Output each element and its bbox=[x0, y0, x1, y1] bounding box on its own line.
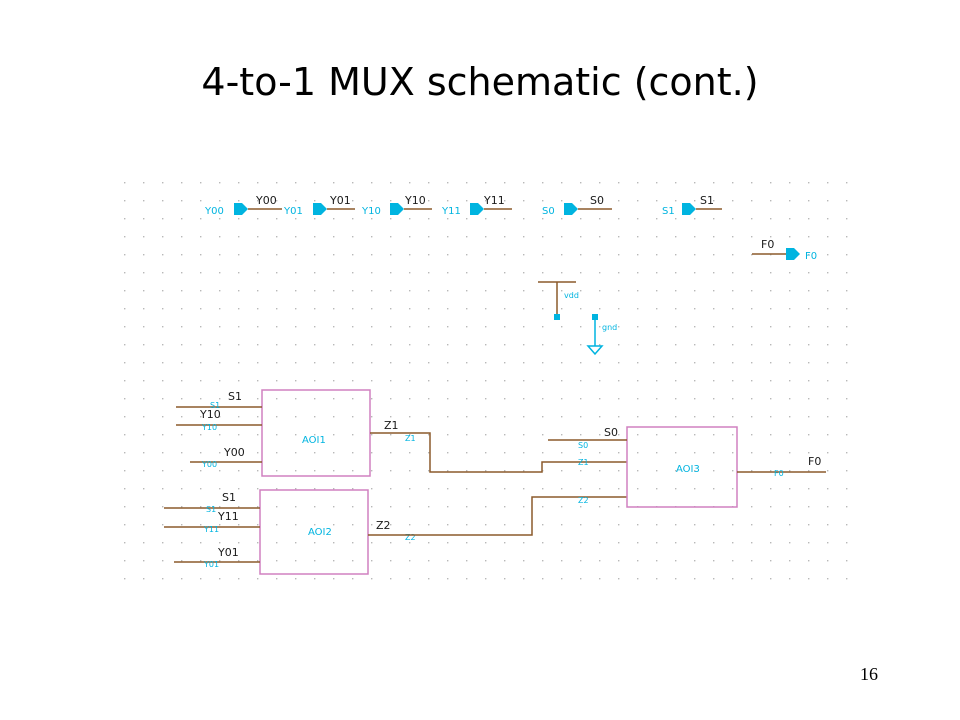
pin-s0-wire-label: S0 bbox=[590, 194, 604, 207]
pin-y11-wire-label: Y11 bbox=[483, 194, 505, 207]
aoi1-pin-s1: S1 bbox=[210, 401, 220, 410]
vdd-symbol[interactable]: vdd bbox=[538, 281, 579, 320]
cell-aoi3[interactable]: AOI3 S0 S0 Z1 Z2 F0 F0 bbox=[548, 426, 826, 508]
aoi3-wire-s0: S0 bbox=[604, 426, 618, 439]
grid-dots bbox=[124, 182, 848, 580]
aoi3-pin-z1: Z1 bbox=[578, 458, 589, 467]
cell-aoi2-box bbox=[259, 489, 369, 575]
aoi1-out-pin-label: Z1 bbox=[405, 434, 416, 443]
gnd-label: gnd bbox=[602, 323, 617, 332]
ground-icon bbox=[586, 345, 604, 356]
vdd-label: vdd bbox=[564, 291, 579, 300]
pin-s0[interactable]: S0 S0 bbox=[542, 194, 612, 217]
aoi1-out-wire-label: Z1 bbox=[384, 419, 399, 432]
net-z2 bbox=[368, 496, 627, 536]
aoi2-pin-s1: S1 bbox=[206, 505, 216, 514]
input-pin-icon bbox=[682, 203, 696, 215]
cell-aoi1-name: AOI1 bbox=[302, 435, 326, 446]
pin-s0-label: S0 bbox=[542, 206, 555, 217]
net-z1 bbox=[370, 432, 627, 473]
aoi1-pin-y10: Y10 bbox=[201, 423, 217, 432]
cell-aoi3-name: AOI3 bbox=[676, 464, 700, 475]
pin-y00-label: Y00 bbox=[204, 206, 224, 217]
pin-f0-wire-label: F0 bbox=[761, 238, 774, 251]
aoi3-out-wire-label: F0 bbox=[808, 455, 821, 468]
page-number: 16 bbox=[860, 664, 878, 684]
cell-aoi3-box bbox=[626, 426, 738, 508]
input-pin-icon bbox=[390, 203, 404, 215]
aoi1-pin-y00: Y00 bbox=[201, 460, 217, 469]
input-pin-icon bbox=[470, 203, 484, 215]
aoi1-wire-s1: S1 bbox=[228, 390, 242, 403]
aoi2-pin-y11: Y11 bbox=[203, 525, 219, 534]
aoi2-out-pin-label: Z2 bbox=[405, 533, 416, 542]
pin-y00-wire-label: Y00 bbox=[255, 194, 277, 207]
pin-f0-output[interactable]: F0 F0 bbox=[752, 238, 817, 262]
slide-title: 4-to-1 MUX schematic (cont.) bbox=[201, 60, 759, 104]
pin-y10[interactable]: Y10 Y10 bbox=[361, 194, 432, 217]
cell-aoi1-box bbox=[261, 389, 371, 477]
pin-f0-label: F0 bbox=[805, 251, 817, 262]
aoi1-wire-y10: Y10 bbox=[199, 408, 221, 421]
gnd-symbol[interactable]: gnd bbox=[586, 314, 617, 356]
input-pin-icon bbox=[313, 203, 327, 215]
pin-y00[interactable]: Y00 Y00 bbox=[204, 194, 282, 217]
pin-y11-label: Y11 bbox=[441, 206, 461, 217]
pin-s1[interactable]: S1 S1 bbox=[662, 194, 722, 217]
gnd-pin-icon bbox=[592, 314, 598, 320]
pin-y10-label: Y10 bbox=[361, 206, 381, 217]
cell-aoi2[interactable]: AOI2 S1 Y11 Y01 S1 Y11 Y01 Z2 Z2 bbox=[164, 489, 416, 575]
cell-aoi1[interactable]: AOI1 S1 Y10 Y00 S1 Y10 Y00 Z1 Z1 bbox=[176, 389, 416, 477]
pin-y01-wire-label: Y01 bbox=[329, 194, 351, 207]
aoi2-pin-y01: Y01 bbox=[203, 560, 219, 569]
pin-s1-wire-label: S1 bbox=[700, 194, 714, 207]
cell-aoi2-name: AOI2 bbox=[308, 527, 332, 538]
aoi3-out-pin-label: F0 bbox=[774, 469, 784, 478]
vdd-pin-icon bbox=[554, 314, 560, 320]
aoi2-wire-s1: S1 bbox=[222, 491, 236, 504]
input-pin-icon bbox=[564, 203, 578, 215]
aoi1-wire-y00: Y00 bbox=[223, 446, 245, 459]
aoi3-pin-z2: Z2 bbox=[578, 496, 589, 505]
aoi2-wire-y11: Y11 bbox=[217, 510, 239, 523]
output-pin-icon bbox=[786, 248, 800, 260]
input-pin-icon bbox=[234, 203, 248, 215]
aoi3-pin-s0: S0 bbox=[578, 441, 588, 450]
aoi2-out-wire-label: Z2 bbox=[376, 519, 391, 532]
pin-s1-label: S1 bbox=[662, 206, 675, 217]
pin-y01[interactable]: Y01 Y01 bbox=[283, 194, 355, 217]
pin-y11[interactable]: Y11 Y11 bbox=[441, 194, 512, 217]
aoi2-wire-y01: Y01 bbox=[217, 546, 239, 559]
pin-y10-wire-label: Y10 bbox=[404, 194, 426, 207]
pin-y01-label: Y01 bbox=[283, 206, 303, 217]
